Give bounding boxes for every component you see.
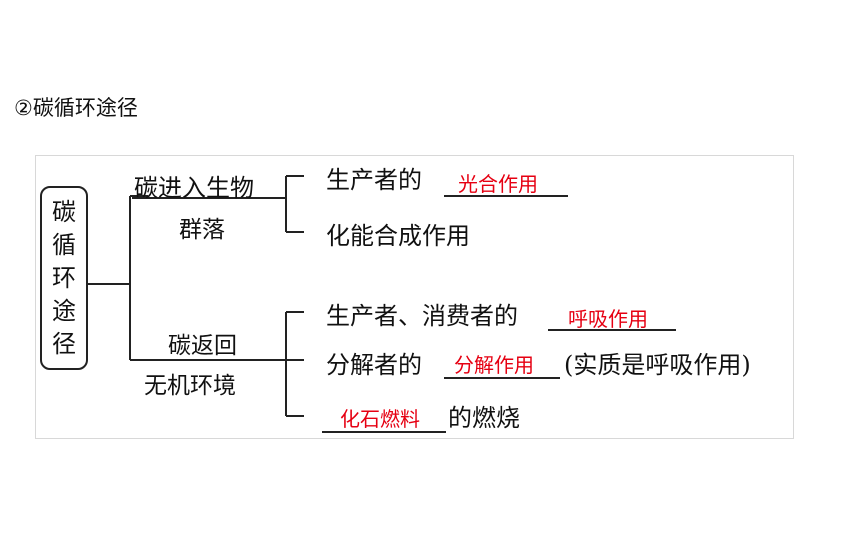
out-item-1-blank — [548, 329, 676, 331]
root-label: 碳循环途径 — [52, 197, 76, 358]
in-item-2-text: 化能合成作用 — [326, 222, 470, 250]
out-item-3-answer: 化石燃料 — [340, 407, 420, 431]
in-item-1-text: 生产者的 — [326, 166, 422, 194]
out-item-1-text: 生产者、消费者的 — [326, 302, 518, 330]
carbon-cycle-diagram: 碳循环途径 碳进入生物 群落 碳返回 无机环境 生产者的 光合作用 化能合成作用… — [35, 155, 794, 439]
branch-in-line2: 群落 — [179, 217, 225, 243]
out-item-1-answer: 呼吸作用 — [568, 307, 648, 331]
out-item-2-suffix: (实质是呼吸作用) — [564, 351, 751, 379]
branch-in-line1: 碳进入生物 — [134, 174, 254, 202]
connector-lines — [86, 175, 304, 417]
out-item-3-suffix: 的燃烧 — [448, 404, 520, 432]
branch-out-line1: 碳返回 — [168, 333, 237, 359]
branch-out-line2: 无机环境 — [144, 373, 236, 399]
in-item-1-blank — [444, 195, 568, 197]
out-item-3-blank — [322, 431, 446, 433]
out-item-2-blank — [444, 377, 560, 379]
in-item-1-answer: 光合作用 — [458, 172, 538, 196]
section-heading: ②碳循环途径 — [14, 96, 138, 120]
out-item-2-text: 分解者的 — [326, 351, 422, 379]
root-node: 碳循环途径 — [40, 186, 88, 370]
out-item-2-answer: 分解作用 — [454, 353, 534, 377]
